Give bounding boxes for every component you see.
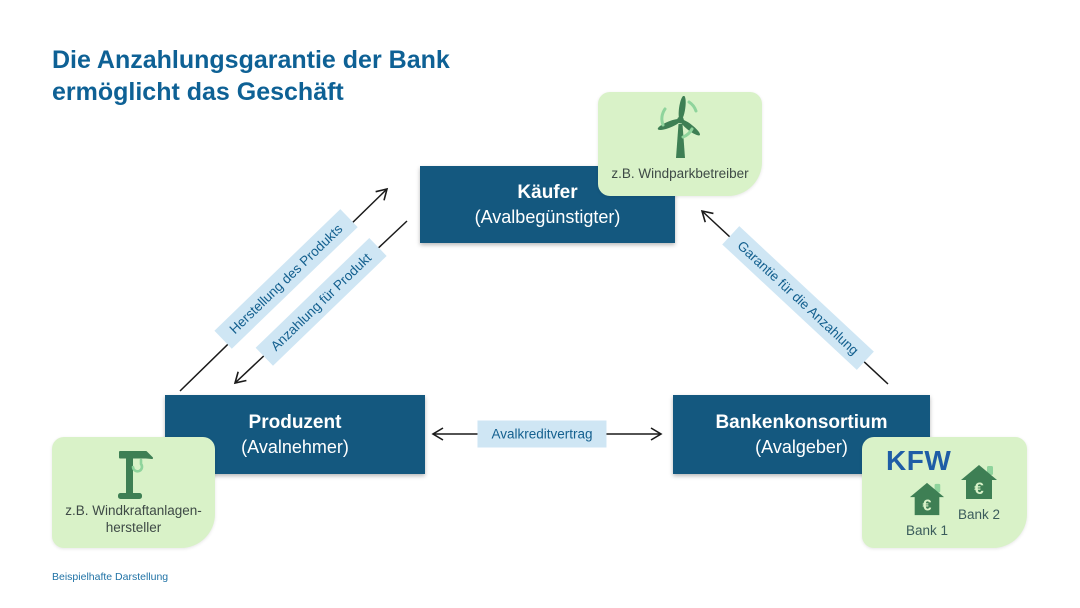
- avalkreditvertrag-arrow-label: Avalkreditvertrag: [477, 420, 607, 448]
- svg-text:€: €: [923, 496, 932, 514]
- example-windkraftanlagenhersteller: z.B. Windkraftanlagen- hersteller: [52, 437, 215, 548]
- bankenkonsortium-name: Bankenkonsortium: [715, 412, 888, 433]
- kaeufer-role: (Avalbegünstigter): [474, 207, 621, 227]
- svg-text:€: €: [974, 479, 984, 498]
- hersteller-label-line2: hersteller: [105, 520, 162, 535]
- kaeufer-name: Käufer: [517, 182, 578, 203]
- title-line2: ermöglicht das Geschäft: [52, 78, 344, 106]
- wind-turbine-icon: [657, 96, 700, 158]
- produzent-role: (Avalnehmer): [241, 437, 349, 457]
- bank1-group: € Bank 1: [906, 481, 948, 538]
- tower-crane-icon: [117, 451, 153, 499]
- windpark-label: z.B. Windparkbetreiber: [611, 166, 749, 181]
- bank2-label: Bank 2: [958, 507, 1001, 522]
- example-windparkbetreiber: z.B. Windparkbetreiber: [598, 92, 762, 196]
- title-line1: Die Anzahlungsgarantie der Bank: [52, 46, 450, 74]
- node-bankenkonsortium: Bankenkonsortium (Avalgeber): [673, 395, 930, 474]
- hersteller-label-line1: z.B. Windkraftanlagen-: [65, 503, 202, 518]
- node-produzent: Produzent (Avalnehmer): [165, 395, 425, 474]
- bank1-label: Bank 1: [906, 523, 949, 538]
- kfw-logo: KFW: [886, 445, 952, 476]
- euro-house-icon: €: [909, 482, 945, 516]
- produzent-name: Produzent: [248, 412, 342, 433]
- example-bankenkonsortium: KFW € Bank 2 € Bank 1: [862, 437, 1027, 548]
- bankenkonsortium-role: (Avalgeber): [755, 437, 848, 457]
- euro-house-icon: €: [961, 465, 998, 499]
- page-title: Die Anzahlungsgarantie der Bank ermöglic…: [52, 44, 450, 108]
- bank2-group: € Bank 2: [958, 463, 1000, 522]
- hersteller-label: z.B. Windkraftanlagen- hersteller: [52, 502, 215, 536]
- footnote: Beispielhafte Darstellung: [52, 571, 169, 583]
